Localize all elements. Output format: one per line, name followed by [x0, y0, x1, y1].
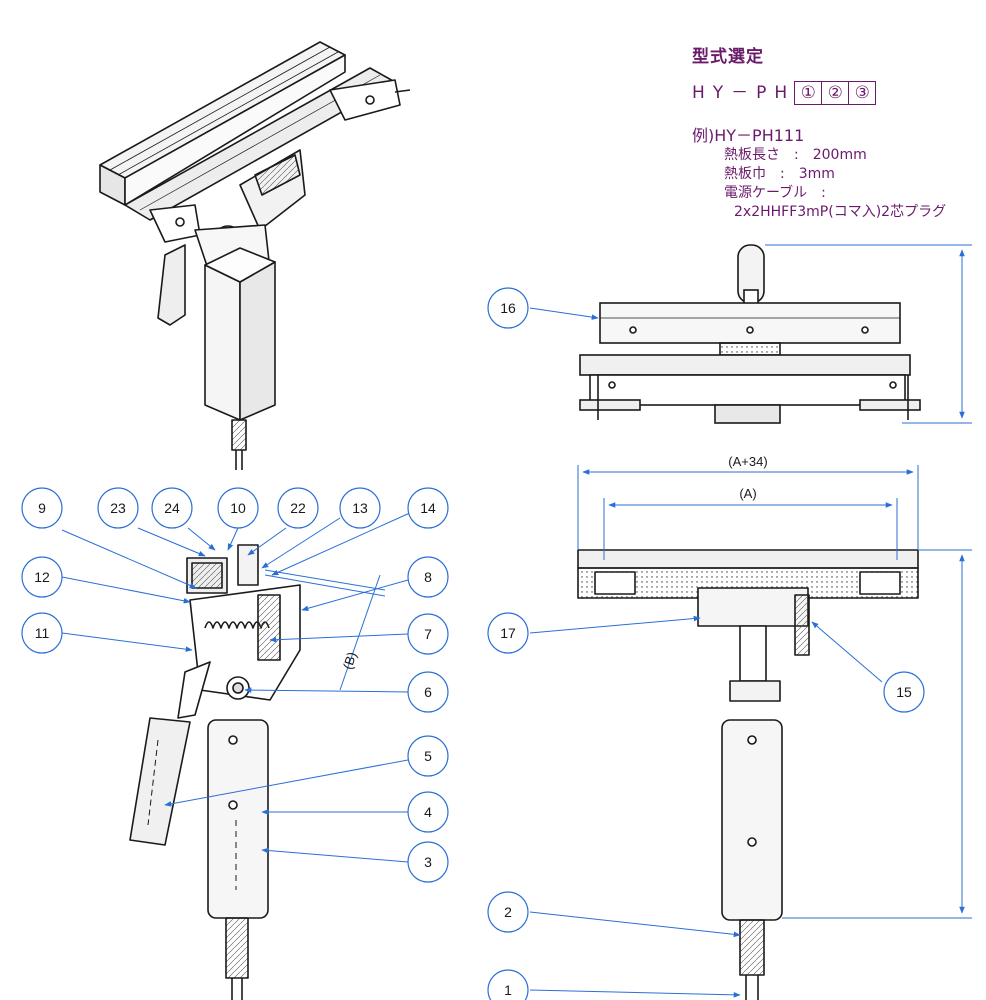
- svg-text:15: 15: [896, 684, 912, 700]
- callout-5: 5: [407, 735, 449, 777]
- callout-16: 16: [487, 287, 529, 329]
- svg-text:9: 9: [38, 500, 46, 516]
- callout-14: 14: [407, 487, 449, 529]
- svg-text:12: 12: [34, 569, 50, 585]
- spec-line-length: 熱板長さ : 200mm: [724, 147, 867, 163]
- rear-view: [577, 549, 919, 1000]
- svg-text:3: 3: [424, 854, 432, 870]
- callout-17: 17: [487, 612, 529, 654]
- callout-10: 10: [217, 487, 259, 529]
- leader-lines: [61, 307, 883, 998]
- dim-b: (B): [340, 650, 360, 671]
- svg-text:24: 24: [164, 500, 180, 516]
- svg-text:6: 6: [424, 684, 432, 700]
- dim-a: (A): [739, 486, 756, 501]
- callout-9: 9: [21, 487, 63, 529]
- isometric-view: [99, 41, 411, 470]
- svg-text:22: 22: [290, 500, 306, 516]
- spec-model-box-1: ①: [794, 81, 823, 105]
- callout-8: 8: [407, 556, 449, 598]
- rear-dimensions: [577, 465, 972, 919]
- side-view: [129, 544, 301, 1000]
- callout-24: 24: [151, 487, 193, 529]
- svg-text:11: 11: [35, 625, 50, 641]
- spec-title: 型式選定: [692, 47, 764, 67]
- callout-1: 1: [487, 969, 529, 1000]
- callout-4: 4: [407, 791, 449, 833]
- callout-15: 15: [883, 671, 925, 713]
- front-height-dimension: [765, 244, 972, 424]
- spec-line-cable: 電源ケーブル :: [724, 185, 826, 201]
- callout-12: 12: [21, 556, 63, 598]
- svg-text:23: 23: [110, 500, 126, 516]
- svg-text:8: 8: [424, 569, 432, 585]
- front-view: [579, 244, 921, 424]
- svg-text:10: 10: [230, 500, 246, 516]
- callout-6: 6: [407, 671, 449, 713]
- svg-text:1: 1: [504, 982, 512, 998]
- svg-text:5: 5: [424, 748, 432, 764]
- callout-7: 7: [407, 613, 449, 655]
- spec-line-plug: 2x2HHFF3mP(コマ入)2芯プラグ: [734, 204, 947, 220]
- svg-text:13: 13: [352, 500, 368, 516]
- svg-text:4: 4: [424, 804, 432, 820]
- callout-2: 2: [487, 891, 529, 933]
- callout-23: 23: [97, 487, 139, 529]
- spec-example: 例)HY－PH111: [692, 126, 805, 145]
- svg-text:17: 17: [500, 625, 516, 641]
- dim-a-plus-34: (A+34): [728, 454, 767, 469]
- svg-text:16: 16: [500, 300, 516, 316]
- callout-3: 3: [407, 841, 449, 883]
- svg-text:7: 7: [424, 626, 432, 642]
- callout-11: 11: [21, 612, 63, 654]
- svg-text:14: 14: [420, 500, 436, 516]
- callout-13: 13: [339, 487, 381, 529]
- spec-model-box-2: ②: [821, 81, 850, 105]
- spec-model-box-3: ③: [848, 81, 877, 105]
- callout-22: 22: [277, 487, 319, 529]
- svg-text:2: 2: [504, 904, 512, 920]
- spec-model-prefix: HY－PH: [692, 83, 796, 103]
- callout-bubbles: 9 23 24 10 22 13 14 12 8 11 7 6 5 4 3 16…: [21, 287, 925, 1000]
- spec-line-width: 熱板巾 : 3mm: [724, 166, 835, 182]
